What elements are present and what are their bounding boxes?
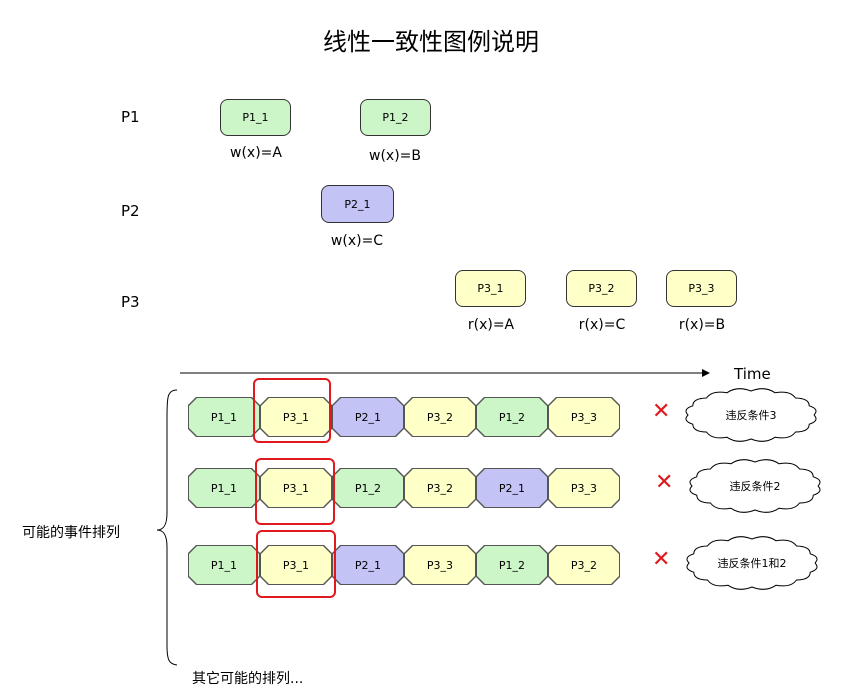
event-op-p1-1: w(x)=A: [230, 145, 282, 161]
ordering-segment: P3_2: [549, 546, 619, 584]
highlight-box: [256, 530, 336, 598]
cloud-shape: [689, 459, 821, 513]
event-p3-3: P3_3: [666, 270, 737, 307]
diagram-title: 线性一致性图例说明: [323, 28, 539, 56]
event-op-p1-2: w(x)=B: [369, 148, 421, 164]
ordering-segment: P3_1: [261, 469, 331, 507]
cloud-shape: [686, 536, 818, 590]
process-label-p2: P2: [121, 202, 140, 220]
ordering-segment: P1_1: [189, 469, 259, 507]
ordering-segment: P1_2: [477, 398, 547, 436]
violation-cross-icon: ✕: [652, 399, 671, 424]
ordering-segment: P3_3: [549, 398, 619, 436]
time-label: Time: [734, 365, 771, 383]
event-p1-1: P1_1: [220, 99, 291, 136]
ordering-segment: P3_1: [261, 398, 331, 436]
process-label-p1: P1: [121, 108, 140, 126]
ordering-segment: P3_3: [549, 469, 619, 507]
event-p3-1: P3_1: [455, 270, 526, 307]
event-p2-1: P2_1: [321, 185, 394, 223]
highlight-box: [255, 458, 335, 525]
ordering-segment: P2_1: [477, 469, 547, 507]
ordering-segment: P3_3: [405, 546, 475, 584]
ordering-segment: P1_1: [189, 398, 259, 436]
ordering-segment: P1_2: [477, 546, 547, 584]
ordering-segment: P3_2: [405, 398, 475, 436]
ordering-segment: P2_1: [333, 546, 403, 584]
cloud-shape: [685, 388, 817, 442]
ordering-segment: P3_1: [261, 546, 331, 584]
ordering-segment: P1_2: [333, 469, 403, 507]
violation-label: 违反条件3: [725, 409, 777, 422]
event-op-p2-1: w(x)=C: [330, 233, 384, 249]
time-axis-arrow: [180, 369, 710, 377]
violation-label: 违反条件1和2: [717, 557, 787, 570]
violation-cross-icon: ✕: [652, 547, 671, 572]
event-p1-2: P1_2: [360, 99, 431, 136]
violation-cross-icon: ✕: [655, 470, 674, 495]
ordering-segment: P3_2: [405, 469, 475, 507]
orderings-brace: [156, 389, 178, 666]
event-p3-2: P3_2: [566, 270, 637, 307]
ordering-segment: P2_1: [333, 398, 403, 436]
event-op-p3-1: r(x)=A: [467, 317, 515, 333]
process-label-p3: P3: [121, 293, 140, 311]
event-op-p3-3: r(x)=B: [678, 317, 726, 333]
event-op-p3-2: r(x)=C: [578, 317, 626, 333]
highlight-box: [253, 378, 331, 443]
ordering-segment: P1_1: [189, 546, 259, 584]
violation-label: 违反条件2: [729, 480, 781, 493]
orderings-label: 可能的事件排列: [22, 525, 120, 541]
more-orderings-label: 其它可能的排列...: [192, 671, 304, 687]
